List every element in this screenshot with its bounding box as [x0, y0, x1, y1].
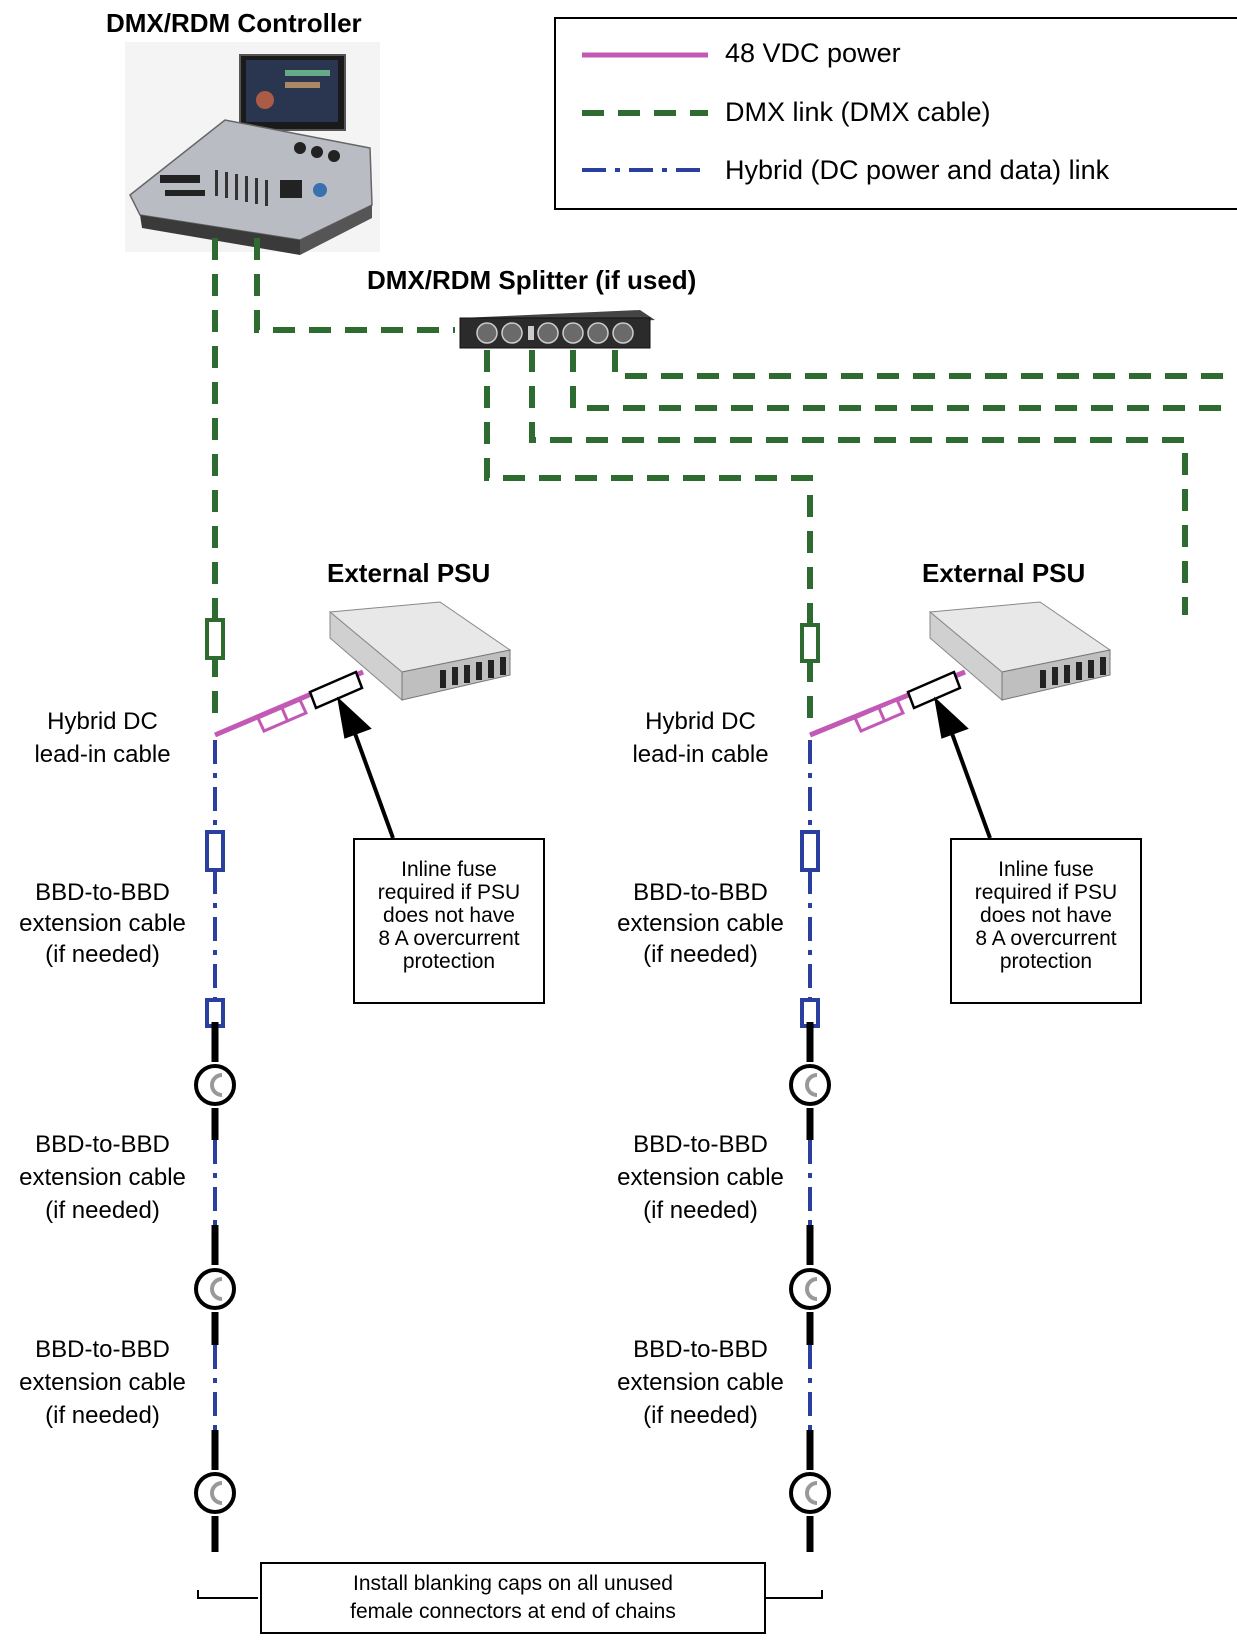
controller-title: DMX/RDM Controller — [106, 8, 362, 38]
hybrid-links — [213, 740, 812, 1445]
legend-dmx-label: DMX link (DMX cable) — [725, 97, 991, 127]
legend-power-label: 48 VDC power — [725, 38, 901, 68]
fuse-left — [308, 670, 364, 710]
splitter-image — [459, 310, 655, 349]
splitter-title: DMX/RDM Splitter (if used) — [367, 265, 697, 295]
psu-title-left: External PSU — [327, 558, 491, 588]
dmx-connectors — [205, 612, 820, 663]
dmx-cables — [212, 238, 1232, 722]
fuse-arrows — [336, 696, 992, 839]
fixture-icon — [789, 1064, 831, 1106]
fixture-icon — [194, 1064, 236, 1106]
fixture-icon — [194, 1268, 236, 1310]
footer-bracket — [197, 1590, 823, 1599]
fixture-icon — [194, 1472, 236, 1514]
psu-title-right: External PSU — [922, 558, 1086, 588]
fuse-right — [906, 670, 962, 710]
fixture-icon — [789, 1472, 831, 1514]
fixture-icon — [789, 1268, 831, 1310]
psu-left-image — [328, 601, 512, 702]
hybrid-connectors — [205, 830, 820, 1028]
psu-right-image — [928, 601, 1112, 702]
controller-console-image — [125, 42, 380, 255]
fixture-icon-marks — [210, 1073, 818, 1505]
fixture-icons — [194, 1064, 831, 1514]
legend-hybrid-label: Hybrid (DC power and data) link — [725, 155, 1110, 185]
